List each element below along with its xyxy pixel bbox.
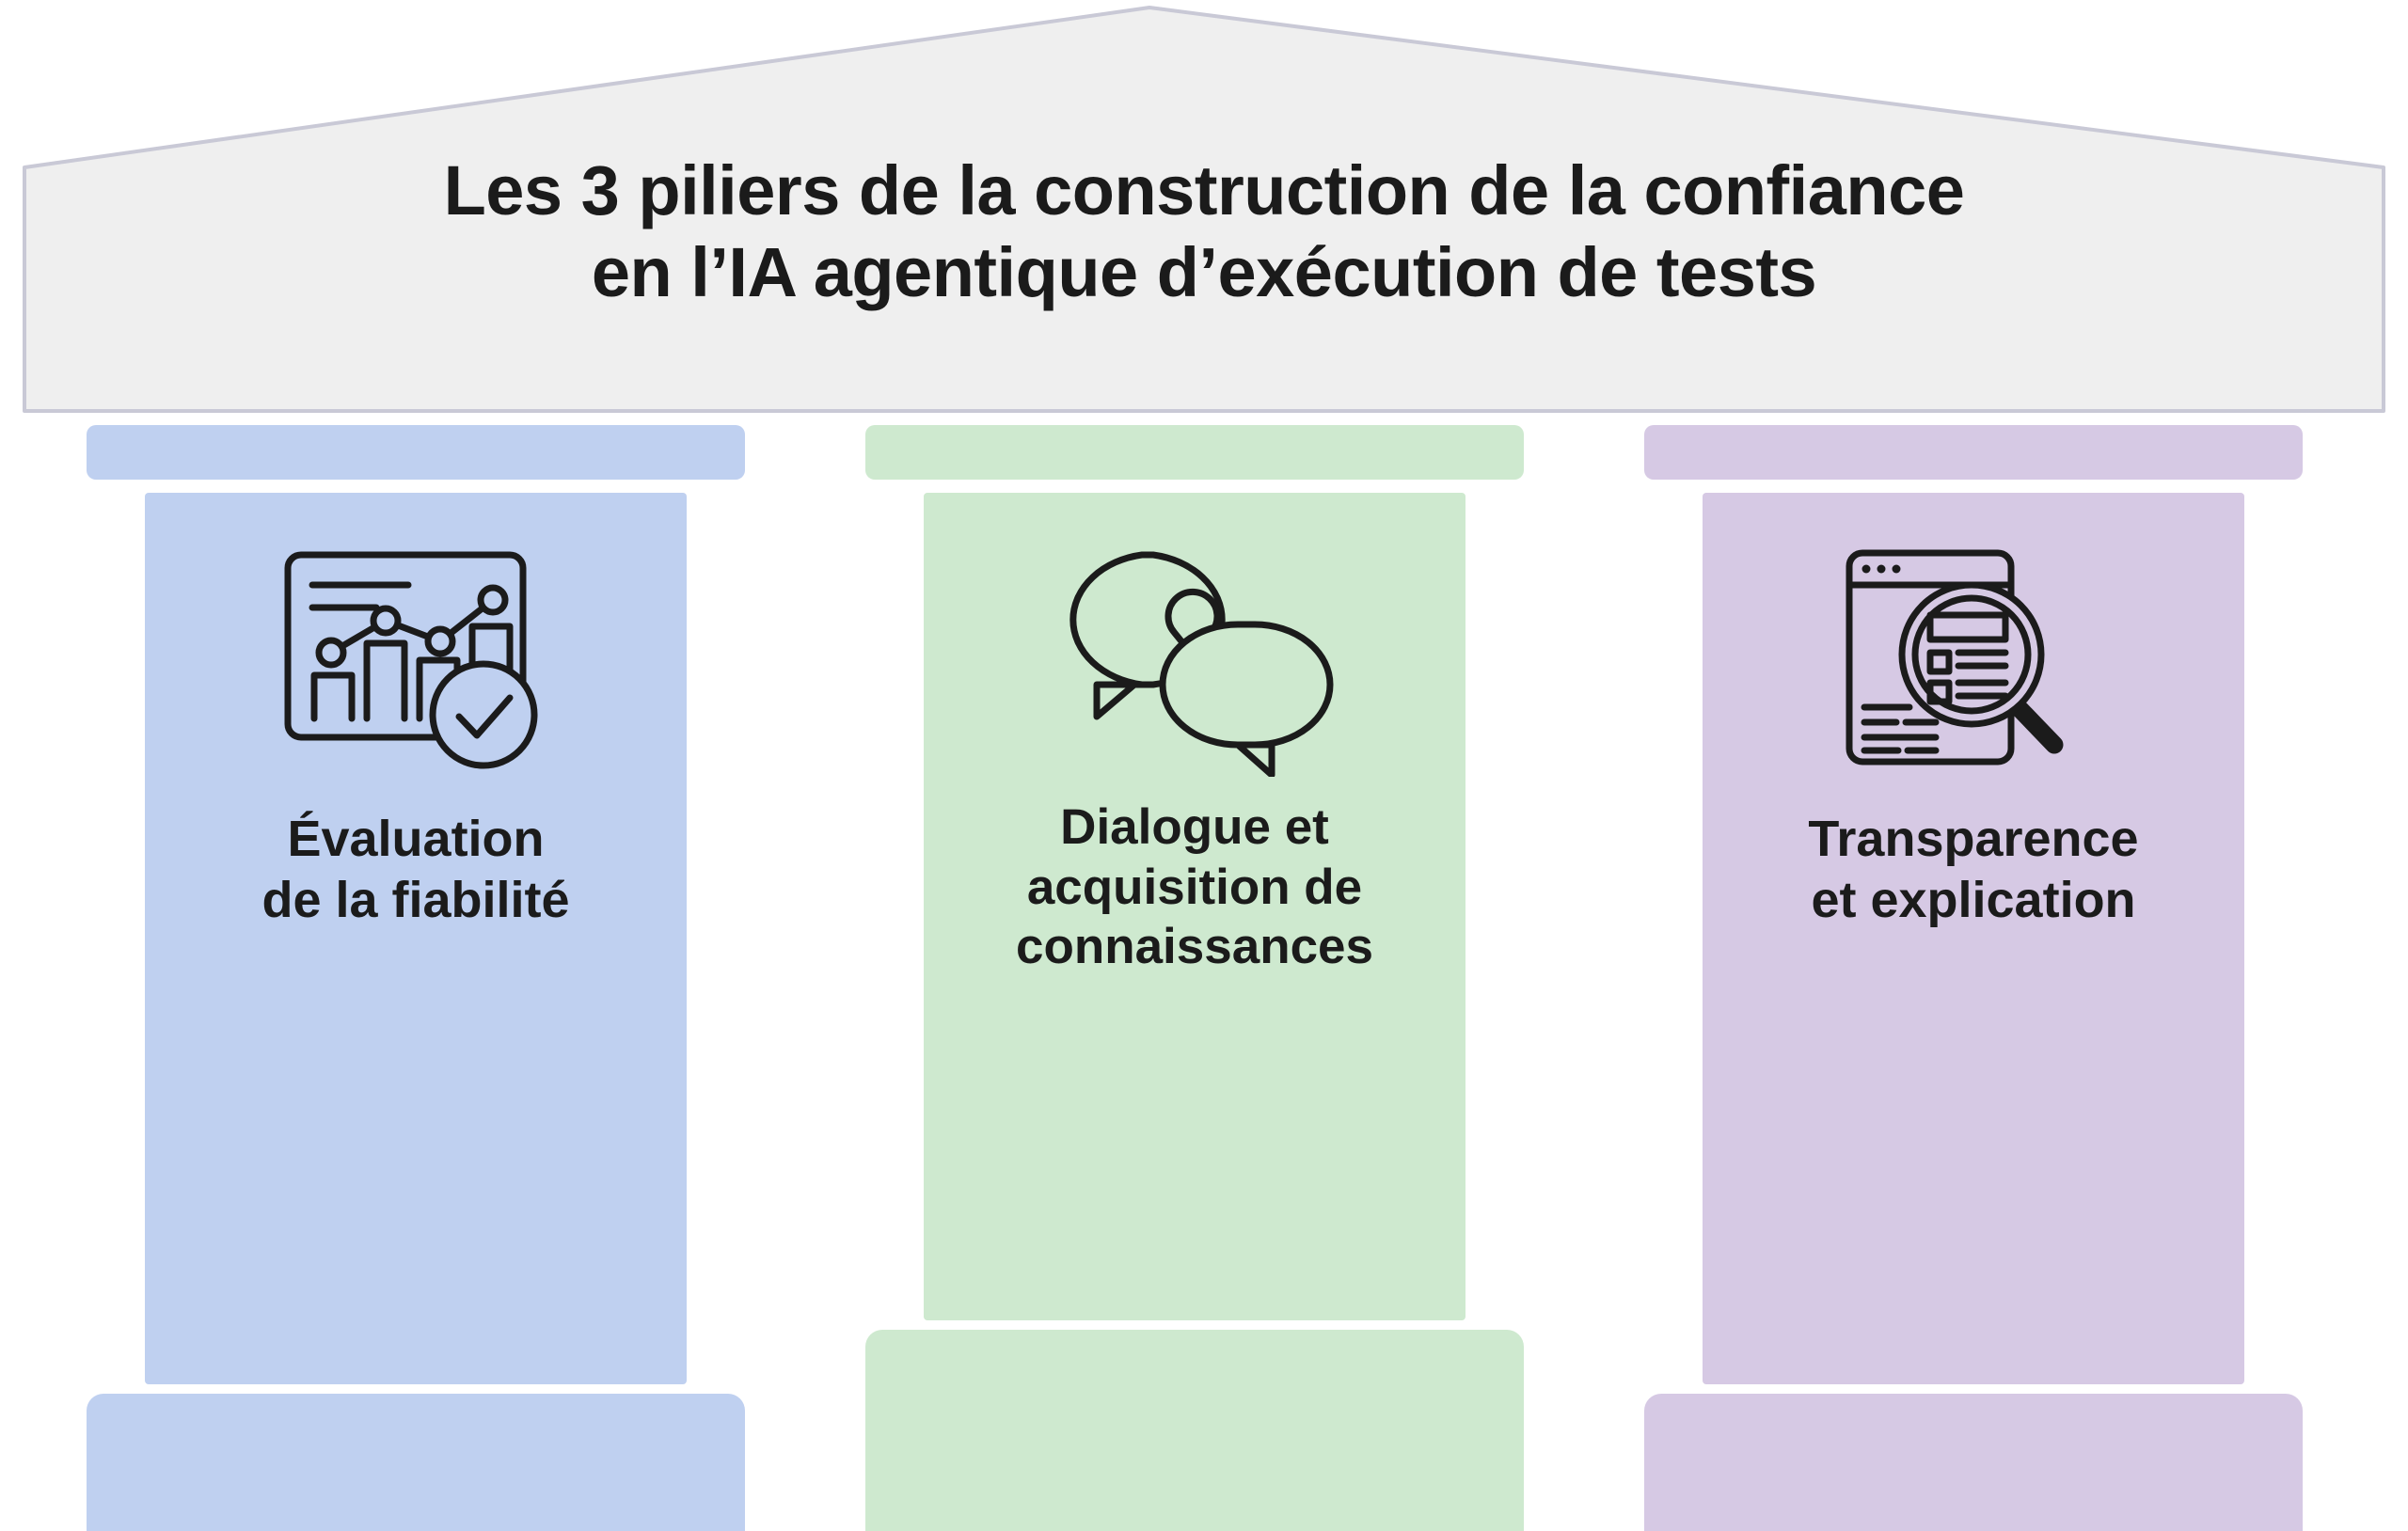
chart-dashboard-check-icon xyxy=(275,542,557,777)
pillar-base-transparency xyxy=(1644,1394,2303,1531)
pillar-transparency[interactable]: Transparence et explication xyxy=(1644,425,2303,1531)
pillar-cap-transparency xyxy=(1644,425,2303,480)
pillar-label-reliability: Évaluation de la fiabilité xyxy=(261,811,570,928)
pillar-base-reliability xyxy=(87,1394,745,1531)
pillar-reliability[interactable]: Évaluation de la fiabilité xyxy=(87,425,745,1531)
pillar-cap-reliability xyxy=(87,425,745,480)
pillar-base-dialogue xyxy=(865,1330,1524,1531)
pillar-label-dialogue: Dialogue et acquisition de connaissances xyxy=(1015,799,1374,975)
speech-bubbles-lightbulb-icon xyxy=(1054,542,1336,777)
pillar-dialogue[interactable]: Dialogue et acquisition de connaissances xyxy=(865,425,1524,1531)
pillars-row: Évaluation de la fiabilité xyxy=(0,425,2408,1531)
pediment: Les 3 piliers de la construction de la c… xyxy=(17,0,2391,418)
pillar-shaft-dialogue: Dialogue et acquisition de connaissances xyxy=(924,493,1465,1320)
pillar-label-transparency: Transparence et explication xyxy=(1808,811,2139,928)
pillar-cap-dialogue xyxy=(865,425,1524,480)
roof-shape-icon xyxy=(23,6,2385,413)
pillar-shaft-reliability: Évaluation de la fiabilité xyxy=(145,493,687,1384)
pillar-shaft-transparency: Transparence et explication xyxy=(1703,493,2244,1384)
browser-magnifier-icon xyxy=(1832,542,2115,777)
